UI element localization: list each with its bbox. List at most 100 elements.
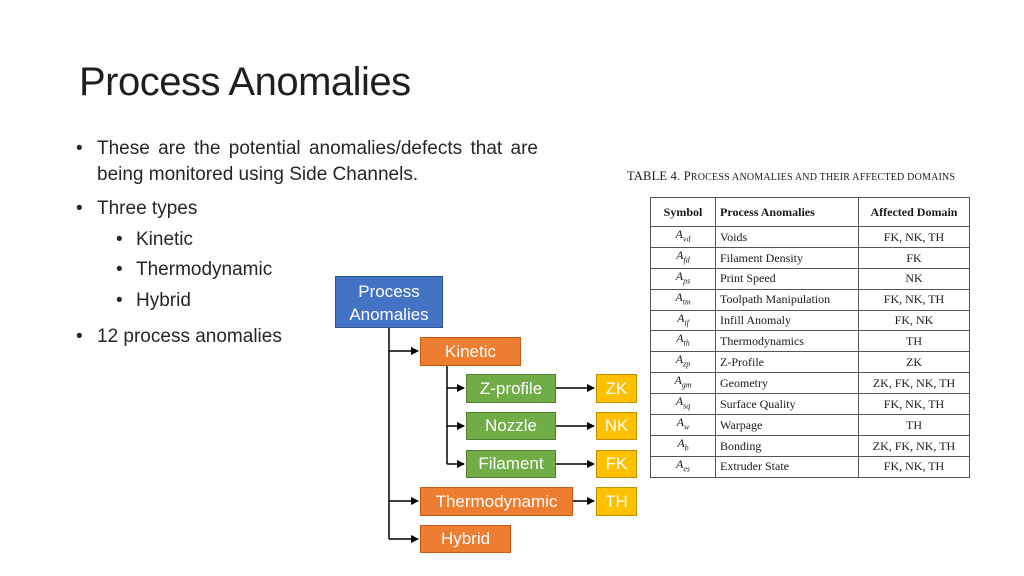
symbol-cell: Atm	[650, 288, 716, 311]
thermodynamic-node: Thermodynamic	[420, 487, 573, 516]
bullet-text: 12 process anomalies	[97, 326, 282, 347]
anomaly-name-cell: Voids	[715, 226, 859, 248]
affected-domain-cell: FK, NK, TH	[858, 393, 970, 416]
bullet-marker: •	[76, 198, 83, 219]
symbol-cell: Avd	[650, 226, 716, 248]
anomaly-name-cell: Print Speed	[715, 267, 859, 290]
table-caption-prefix: TABLE 4.	[627, 169, 681, 183]
header-affected-domain: Affected Domain	[858, 197, 970, 227]
symbol-subscript: w	[684, 422, 690, 432]
symbol-base: A	[675, 268, 684, 283]
symbol-subscript: if	[684, 317, 689, 327]
symbol-cell: Azp	[650, 351, 716, 374]
symbol-base: A	[674, 373, 682, 388]
affected-domain-cell: ZK, FK, NK, TH	[858, 434, 970, 457]
symbol-subscript: fd	[683, 255, 690, 265]
symbol-base: A	[675, 394, 684, 409]
hybrid-node: Hybrid	[420, 525, 511, 553]
filament-node: Filament	[466, 450, 556, 478]
affected-domain-cell: ZK	[858, 351, 970, 374]
fk-node: FK	[596, 450, 637, 478]
bullet-marker: •	[76, 326, 83, 347]
symbol-base: A	[675, 289, 683, 304]
anomaly-name-cell: Infill Anomaly	[715, 309, 859, 332]
sub-bullet-text: Kinetic	[136, 229, 194, 250]
symbol-subscript: es	[683, 464, 690, 474]
symbol-subscript: ps	[683, 276, 691, 286]
slide-title: Process Anomalies	[79, 60, 411, 104]
symbol-cell: Aif	[650, 309, 716, 332]
bullet-marker: •	[116, 259, 123, 280]
zk-node: ZK	[596, 374, 637, 403]
anomaly-name-cell: Thermodynamics	[715, 330, 859, 353]
symbol-cell: Afd	[650, 246, 716, 269]
symbol-base: A	[676, 247, 684, 262]
symbol-subscript: th	[683, 338, 690, 348]
symbol-cell: Ath	[650, 330, 716, 353]
zprofile-node: Z-profile	[466, 374, 556, 403]
symbol-subscript: vd	[682, 234, 691, 244]
header-process-anomalies: Process Anomalies	[715, 197, 859, 227]
bullet-text: Three types	[97, 198, 198, 219]
symbol-cell: Agm	[650, 372, 716, 395]
anomaly-name-cell: Z-Profile	[715, 351, 859, 374]
symbol-subscript: zp	[683, 359, 691, 369]
table-caption: TABLE 4. PROCESS ANOMALIES AND THEIR AFF…	[627, 169, 955, 184]
bullet-marker: •	[76, 138, 83, 159]
affected-domain-cell: FK, NK, TH	[858, 455, 970, 478]
symbol-cell: Aes	[650, 455, 716, 478]
header-symbol: Symbol	[650, 197, 716, 227]
anomaly-name-cell: Geometry	[715, 372, 859, 395]
symbol-base: A	[675, 352, 684, 367]
anomaly-name-cell: Surface Quality	[715, 393, 859, 416]
anomaly-name-cell: Warpage	[715, 414, 859, 436]
symbol-base: A	[677, 435, 685, 450]
symbol-base: A	[675, 456, 684, 471]
affected-domain-cell: FK, NK	[858, 309, 970, 332]
bullet-marker: •	[116, 229, 123, 250]
nk-node: NK	[596, 412, 637, 440]
symbol-cell: Aps	[650, 267, 716, 290]
sub-bullet-text: Hybrid	[136, 290, 191, 311]
symbol-base: A	[676, 331, 684, 346]
affected-domain-cell: FK	[858, 246, 970, 269]
nozzle-node: Nozzle	[466, 412, 556, 440]
affected-domain-cell: FK, NK, TH	[858, 288, 970, 311]
affected-domain-cell: NK	[858, 267, 970, 290]
anomaly-name-cell: Filament Density	[715, 246, 859, 269]
affected-domain-cell: ZK, FK, NK, TH	[858, 372, 970, 395]
symbol-cell: Asq	[650, 393, 716, 416]
symbol-base: A	[675, 227, 683, 241]
table-caption-text: PROCESS ANOMALIES AND THEIR AFFECTED DOM…	[683, 169, 956, 183]
affected-domain-cell: FK, NK, TH	[858, 226, 970, 248]
anomaly-table: Symbol Process Anomalies Affected Domain…	[650, 197, 970, 478]
anomaly-name-cell: Toolpath Manipulation	[715, 288, 859, 311]
th-node: TH	[596, 487, 637, 516]
process-anomalies-node: Process Anomalies	[335, 276, 443, 328]
symbol-base: A	[677, 310, 685, 325]
symbol-subscript: b	[684, 443, 689, 453]
affected-domain-cell: TH	[858, 414, 970, 436]
sub-bullet-text: Thermodynamic	[136, 259, 273, 280]
symbol-subscript: tm	[682, 297, 691, 307]
anomaly-name-cell: Bonding	[715, 434, 859, 457]
symbol-cell: Ab	[650, 434, 716, 457]
symbol-subscript: sq	[683, 401, 691, 411]
affected-domain-cell: TH	[858, 330, 970, 353]
bullet-marker: •	[116, 290, 123, 311]
kinetic-node: Kinetic	[420, 337, 521, 366]
bullet-text: These are the potential anomalies/defect…	[97, 138, 538, 185]
table-header-row: Symbol Process Anomalies Affected Domain	[650, 197, 970, 227]
